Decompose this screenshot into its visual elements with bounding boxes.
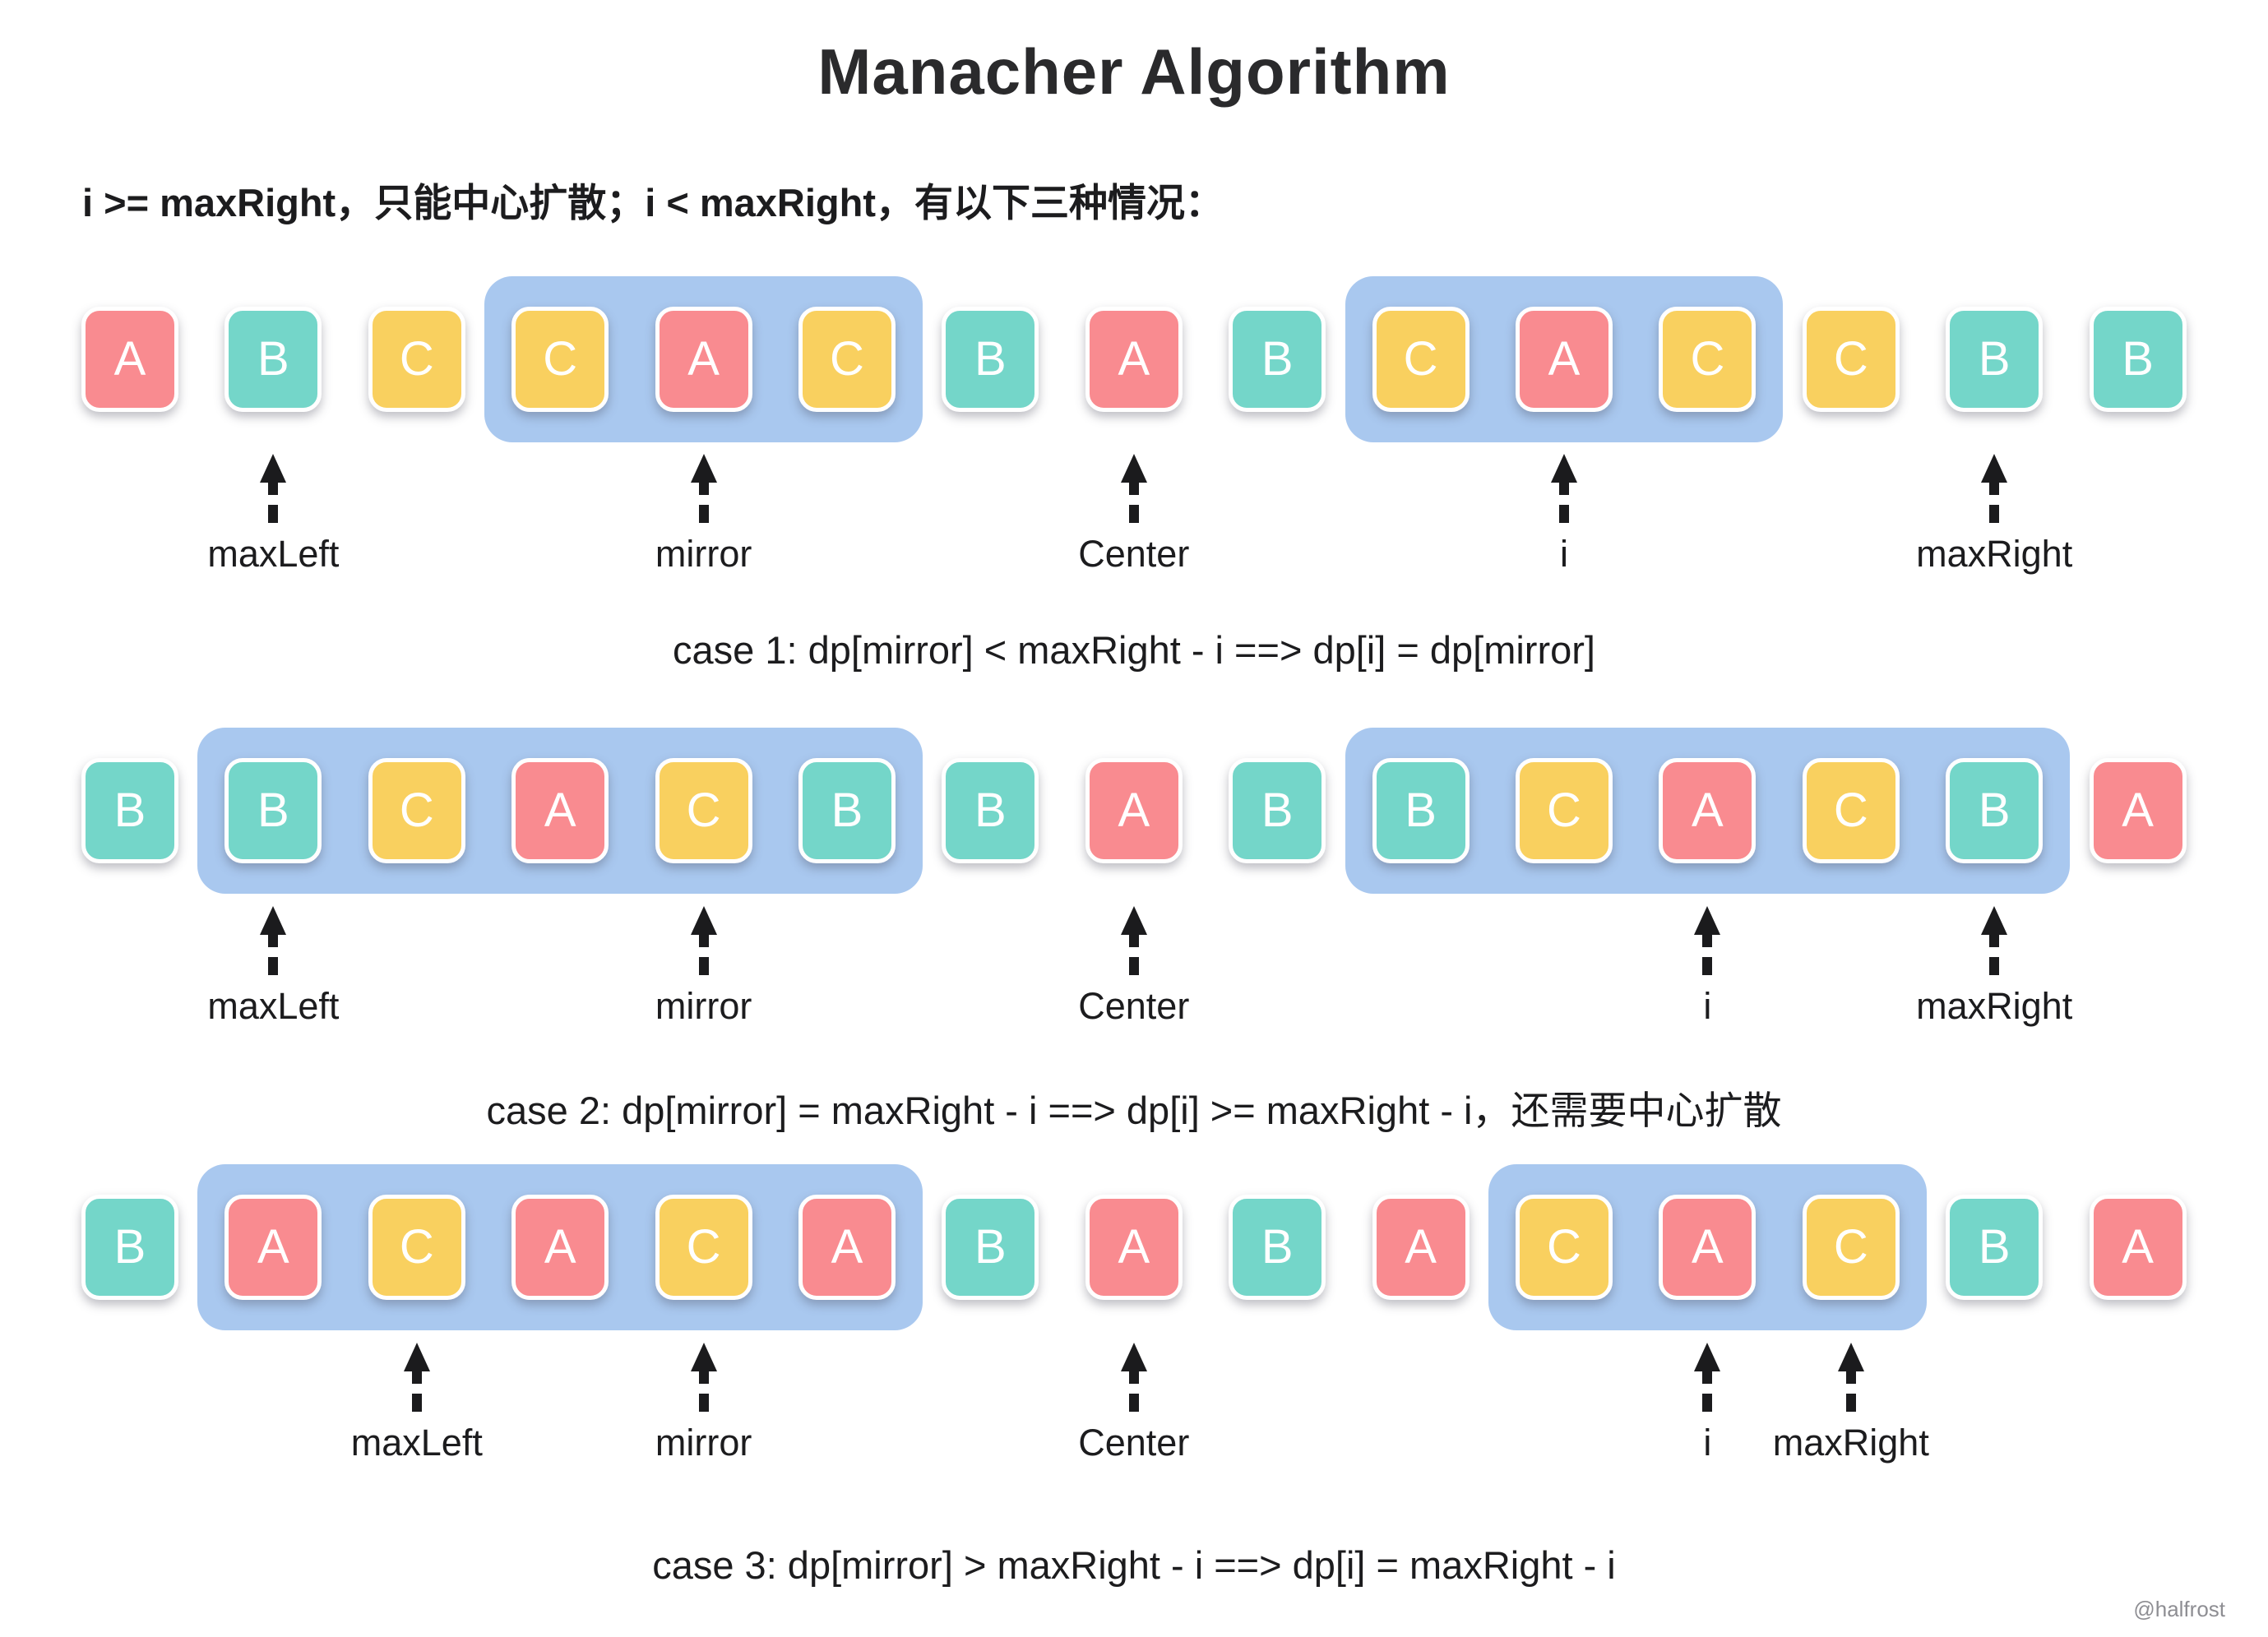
pointer-label-i: i (1560, 533, 1568, 575)
tile-c: C (1802, 307, 1900, 412)
maxleft-arrow-up-icon (257, 454, 289, 525)
pointer-label-center: Center (1078, 985, 1190, 1027)
tile-a: A (1085, 1195, 1183, 1300)
tile-c: C (368, 307, 465, 412)
tile-c: C (798, 307, 896, 412)
tile-a: A (2089, 1195, 2187, 1300)
tile-a: A (1516, 307, 1613, 412)
tile-c: C (1659, 307, 1757, 412)
watermark: @halfrost (2133, 1597, 2225, 1621)
tile-c: C (655, 758, 752, 863)
tile-b: B (1946, 758, 2044, 863)
maxright-arrow-up-icon (1978, 454, 2011, 525)
tile-b: B (81, 1195, 178, 1300)
center-arrow-up-icon (1118, 1343, 1150, 1413)
tile-c: C (1802, 758, 1900, 863)
tile-a: A (224, 1195, 322, 1300)
page-title: Manacher Algorithm (817, 35, 1451, 108)
pointer-label-mirror: mirror (655, 985, 752, 1027)
case-1-caption: case 1: dp[mirror] < maxRight - i ==> dp… (673, 628, 1595, 672)
pointer-label-maxright: maxRight (1916, 985, 2073, 1027)
tile-a: A (2089, 758, 2187, 863)
pointer-label-i: i (1703, 985, 1712, 1027)
pointer-label-maxright: maxRight (1916, 533, 2073, 575)
tile-c: C (655, 1195, 752, 1300)
tile-c: C (1372, 307, 1470, 412)
tile-a: A (1085, 307, 1183, 412)
case-3-caption: case 3: dp[mirror] > maxRight - i ==> dp… (652, 1543, 1616, 1587)
maxright-arrow-up-icon (1835, 1343, 1868, 1413)
tile-b: B (1946, 307, 2044, 412)
case-1-pointers: maxLeft mirror Center i maxRight (81, 454, 2187, 585)
tile-a: A (655, 307, 752, 412)
tile-a: A (1372, 1195, 1470, 1300)
tile-b: B (942, 758, 1039, 863)
tile-b: B (798, 758, 896, 863)
pointer-label-i: i (1703, 1422, 1712, 1464)
tile-c: C (1516, 758, 1613, 863)
case-3-pointers: maxLeft mirror Center i maxRight (81, 1343, 2187, 1474)
tile-b: B (1229, 758, 1326, 863)
tile-b: B (81, 758, 178, 863)
pointer-label-maxright: maxRight (1772, 1422, 1929, 1464)
pointer-label-mirror: mirror (655, 1422, 752, 1464)
case-2-pointers: maxLeft mirror Center i maxRight (81, 906, 2187, 1038)
i-arrow-up-icon (1691, 1343, 1724, 1413)
tile-a: A (1085, 758, 1183, 863)
tile-b: B (224, 307, 322, 412)
tile-c: C (511, 307, 609, 412)
maxleft-arrow-up-icon (257, 906, 289, 977)
center-arrow-up-icon (1118, 906, 1150, 977)
tile-b: B (1229, 307, 1326, 412)
tile-b: B (2089, 307, 2187, 412)
tile-b: B (1946, 1195, 2044, 1300)
tile-b: B (224, 758, 322, 863)
tile-c: C (368, 758, 465, 863)
pointer-label-maxleft: maxLeft (207, 533, 340, 575)
tile-c: C (1802, 1195, 1900, 1300)
tile-c: C (1516, 1195, 1613, 1300)
pointer-label-center: Center (1078, 1422, 1190, 1464)
i-arrow-up-icon (1548, 454, 1581, 525)
tile-b: B (942, 1195, 1039, 1300)
tile-c: C (368, 1195, 465, 1300)
pointer-label-center: Center (1078, 533, 1190, 575)
pointer-label-maxleft: maxLeft (350, 1422, 483, 1464)
tile-b: B (942, 307, 1039, 412)
tile-a: A (511, 1195, 609, 1300)
mirror-arrow-up-icon (687, 454, 720, 525)
intro-note: i >= maxRight，只能中心扩散；i < maxRight，有以下三种情… (82, 181, 1224, 224)
tile-b: B (1372, 758, 1470, 863)
tile-a: A (1659, 1195, 1757, 1300)
i-arrow-up-icon (1691, 906, 1724, 977)
center-arrow-up-icon (1118, 454, 1150, 525)
case-2-caption: case 2: dp[mirror] = maxRight - i ==> dp… (486, 1089, 1782, 1132)
mirror-arrow-up-icon (687, 1343, 720, 1413)
tile-a: A (511, 758, 609, 863)
tile-b: B (1229, 1195, 1326, 1300)
tile-a: A (81, 307, 178, 412)
tile-a: A (1659, 758, 1757, 863)
pointer-label-mirror: mirror (655, 533, 752, 575)
tile-a: A (798, 1195, 896, 1300)
pointer-label-maxleft: maxLeft (207, 985, 340, 1027)
maxleft-arrow-up-icon (400, 1343, 433, 1413)
maxright-arrow-up-icon (1978, 906, 2011, 977)
mirror-arrow-up-icon (687, 906, 720, 977)
